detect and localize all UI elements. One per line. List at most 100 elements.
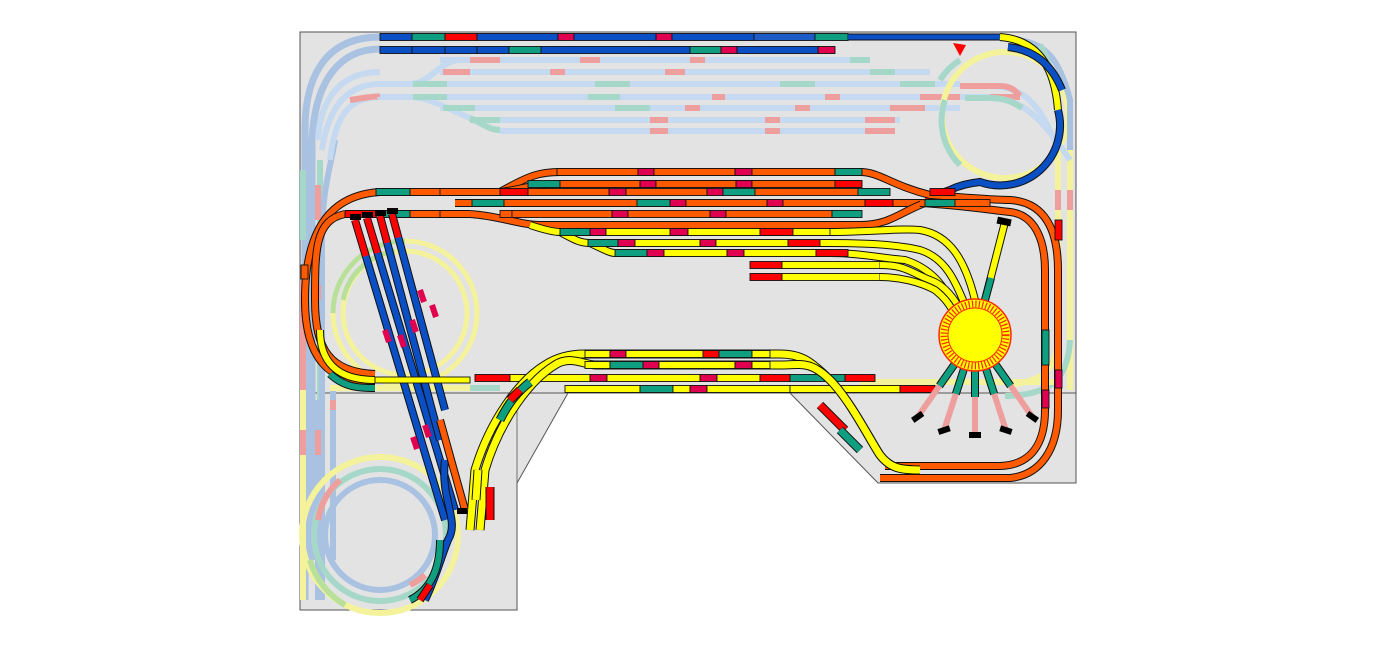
track-section [429,304,439,318]
main-track-section [655,180,737,188]
hidden-track [938,99,963,168]
visible-staging-track [671,33,755,41]
visible-staging-track [476,33,559,41]
main-track-section [556,168,639,176]
main-track-section [782,199,866,207]
yard-track [558,229,968,307]
hidden-track [965,95,1024,111]
main-track-section [766,199,784,207]
main-track-section [559,180,641,188]
main-track-section [499,188,529,196]
track-segment [507,387,523,403]
yard-track-section [792,228,831,236]
yard-track-section [614,249,648,257]
visible-staging-track [736,46,819,54]
visible-staging-track [411,33,446,41]
lower-track-section [564,385,641,393]
turntable-radial-spur [941,393,959,432]
yard-track-section [605,228,671,236]
upper-track-section [584,361,611,369]
upper-track-section [718,350,753,358]
yard-track-section [663,249,728,257]
siding-track [437,419,468,511]
track-section [409,319,419,333]
turntable-bridge[interactable] [947,307,1003,363]
main-track-section [639,180,657,188]
main-track-section [503,199,638,207]
visible-staging-track [379,46,413,54]
lower-helix-inner [322,477,438,593]
yard-track-section [559,228,591,236]
main-track-section [725,210,833,218]
track-section [410,436,420,450]
track-section [1041,329,1050,366]
upper-track-section [609,350,627,358]
spur-track [749,261,783,269]
yard-track-section [617,239,636,247]
upper-track-section [734,361,753,369]
upper-track-section [751,350,771,358]
track-section [422,424,432,438]
main-track-section [375,188,411,196]
main-track-section [751,180,836,188]
diagonal-yard-track [377,215,443,441]
hidden-track [349,93,383,103]
upper-track-section [751,361,771,369]
main-track-section [627,210,711,218]
hidden-track [315,477,343,521]
yard-track-section [687,228,761,236]
track-section [1041,389,1050,409]
lower-helix-mid [311,466,449,604]
track-segment [469,200,927,228]
hidden-level-tracks [299,33,1073,616]
main-track-section [636,199,671,207]
buffer-stop [996,216,1012,227]
diagonal-yard-track [364,217,458,511]
main-level-tracks [300,33,1066,604]
yard-track-section [759,228,794,236]
lower-track-section [474,374,511,382]
main-track-section [499,210,513,218]
buffer-stop [375,210,386,216]
lower-track-section [899,385,936,393]
main-track-section [754,188,859,196]
track-segment [879,262,963,312]
yard-track-section [715,239,789,247]
track-section [374,376,471,384]
main-track-section [831,210,863,218]
track-section [417,289,427,303]
yard-track-section [669,228,689,236]
lower-track-section [699,374,718,382]
buffer-stop [1025,411,1039,423]
main-track-section [409,188,441,196]
main-track-section [669,199,687,207]
spur-track [781,261,881,269]
lower-track-section [759,374,791,382]
main-track-section [527,180,561,188]
spur-track [781,273,881,281]
track-section [377,215,391,244]
visible-staging-track [508,46,542,54]
yard-track-section [815,249,849,257]
hidden-track [408,572,428,588]
turntable-radial-track [936,361,958,388]
track-segment [327,371,376,391]
visible-staging-track [411,46,446,54]
main-loop-inner [885,200,1048,469]
main-loop-inner-left [311,211,376,377]
track-section [389,213,402,239]
track-segment [982,277,994,301]
upper-track-section [609,361,644,369]
track-segment [879,274,958,317]
yard-track-section [634,239,701,247]
main-track-section [625,188,708,196]
main-track-section [924,199,956,207]
turntable[interactable] [936,298,1014,397]
lower-track-section [606,374,701,382]
turntable-ring[interactable] [940,300,1010,370]
lower-track-section [789,374,846,382]
main-track-section [511,210,613,218]
lower-track-section [716,374,761,382]
turntable-radial-spur [991,393,1009,432]
lower-track-section [589,374,608,382]
